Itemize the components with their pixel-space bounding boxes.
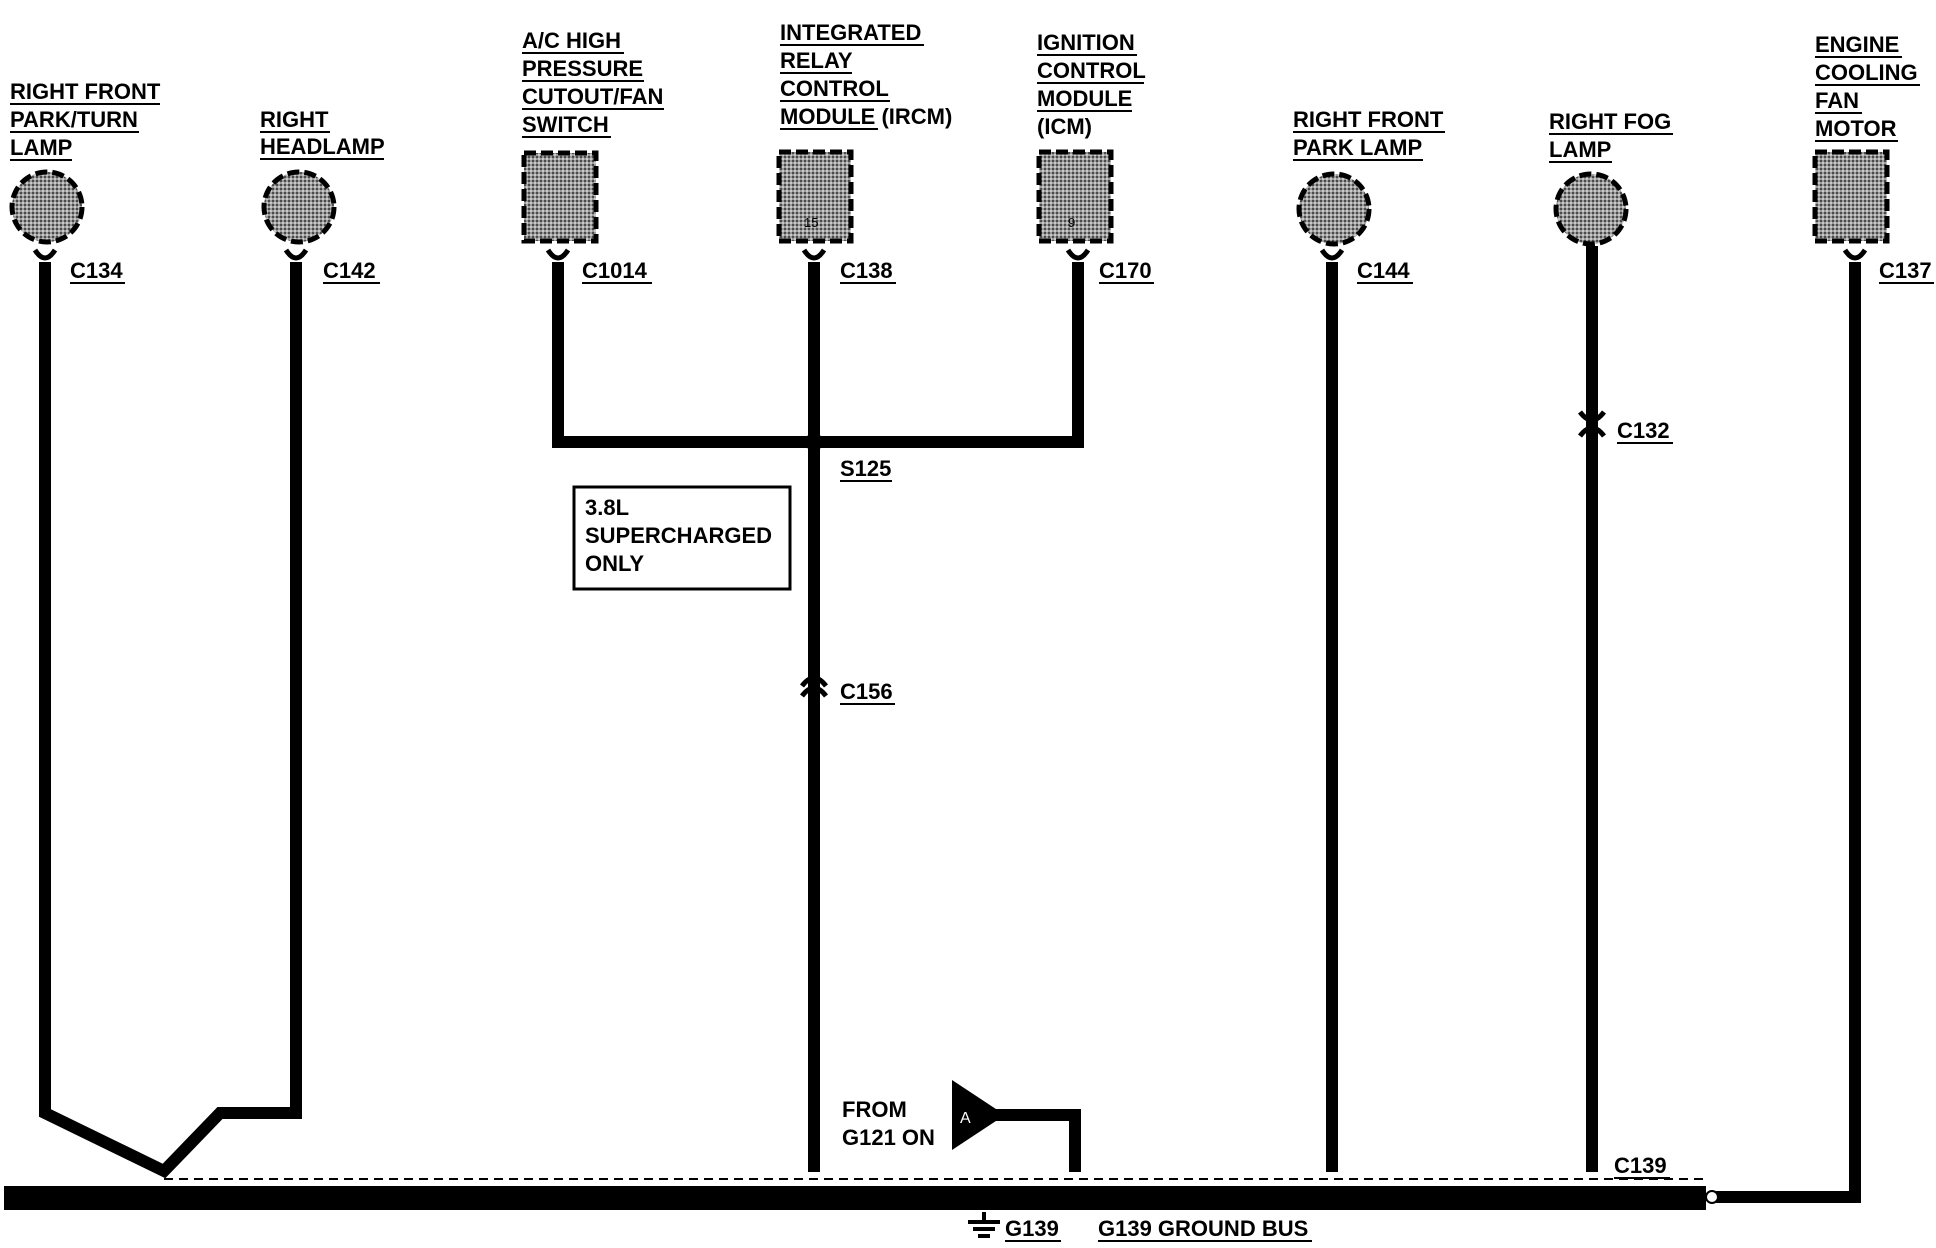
connector-c156: C156	[840, 679, 893, 704]
note-box: 3.8L SUPERCHARGED ONLY	[572, 485, 792, 591]
svg-text:RELAY: RELAY	[780, 48, 853, 73]
switch-symbol-ac	[521, 150, 599, 244]
connector-c170: C170	[1099, 258, 1152, 283]
label-fan-motor: ENGINE COOLING FAN MOTOR	[1815, 32, 1920, 142]
connector-c134: C134	[70, 258, 123, 283]
ground-symbol-icon	[968, 1212, 1000, 1238]
ground-bus-bar	[4, 1186, 1706, 1210]
splice-s125-label: S125	[840, 456, 891, 481]
svg-text:RIGHT FRONT: RIGHT FRONT	[1293, 107, 1444, 132]
label-right-headlamp: RIGHT HEADLAMP	[260, 107, 385, 160]
connector-c132: C132	[1617, 418, 1670, 443]
svg-text:CONTROL: CONTROL	[780, 76, 889, 101]
lamp-symbol-right-fog	[1553, 171, 1629, 247]
svg-text:MODULE (IRCM): MODULE (IRCM)	[780, 104, 952, 129]
ground-g139-label: G139	[1005, 1216, 1059, 1241]
svg-text:RIGHT FRONT: RIGHT FRONT	[10, 79, 161, 104]
lamp-symbol-rf-park	[1296, 171, 1372, 247]
svg-text:CONTROL: CONTROL	[1037, 58, 1146, 83]
svg-text:MOTOR: MOTOR	[1815, 116, 1897, 141]
svg-text:RIGHT FOG: RIGHT FOG	[1549, 109, 1671, 134]
offpage-symbol-a: A	[960, 1110, 971, 1127]
connector-c142: C142	[323, 258, 376, 283]
svg-text:MODULE: MODULE	[1037, 86, 1132, 111]
label-rf-park-turn-lamp: RIGHT FRONT PARK/TURN LAMP	[10, 79, 161, 161]
connector-c138: C138	[840, 258, 893, 283]
svg-text:3.8L: 3.8L	[585, 495, 629, 520]
offpage-triangle-a	[952, 1080, 1005, 1150]
module-symbol-icm	[1036, 149, 1114, 244]
wires	[39, 246, 1861, 1203]
splice-s125-dot	[805, 433, 823, 451]
motor-symbol-fan	[1812, 149, 1890, 244]
connector-labels: C134 C142 C1014 C138 C170 C144 C137 C132…	[70, 258, 1934, 1179]
svg-text:PARK LAMP: PARK LAMP	[1293, 135, 1422, 160]
svg-text:A/C HIGH: A/C HIGH	[522, 28, 621, 53]
svg-text:INTEGRATED: INTEGRATED	[780, 20, 921, 45]
module-symbol-ircm	[776, 149, 854, 244]
svg-text:ONLY: ONLY	[585, 551, 644, 576]
label-rf-park-lamp: RIGHT FRONT PARK LAMP	[1293, 107, 1445, 161]
connector-c1014: C1014	[582, 258, 648, 283]
svg-text:(ICM): (ICM)	[1037, 114, 1092, 139]
svg-text:SWITCH: SWITCH	[522, 112, 609, 137]
svg-text:HEADLAMP: HEADLAMP	[260, 134, 385, 159]
svg-text:CUTOUT/FAN: CUTOUT/FAN	[522, 84, 663, 109]
svg-text:COOLING: COOLING	[1815, 60, 1918, 85]
svg-text:LAMP: LAMP	[10, 135, 72, 160]
connector-c144: C144	[1357, 258, 1410, 283]
svg-text:SUPERCHARGED: SUPERCHARGED	[585, 523, 772, 548]
ground-bus-label: G139 GROUND BUS	[1098, 1216, 1308, 1241]
icm-pin: 9	[1068, 215, 1075, 230]
svg-text:ENGINE: ENGINE	[1815, 32, 1899, 57]
connector-forks	[32, 248, 1868, 698]
svg-text:LAMP: LAMP	[1549, 137, 1611, 162]
svg-text:IGNITION: IGNITION	[1037, 30, 1135, 55]
connector-c139: C139	[1614, 1153, 1667, 1178]
ircm-pin: 15	[804, 215, 818, 230]
svg-text:PRESSURE: PRESSURE	[522, 56, 643, 81]
lamp-symbol-rf-park-turn	[9, 169, 85, 245]
label-ac-switch: A/C HIGH PRESSURE CUTOUT/FAN SWITCH	[522, 28, 664, 138]
connector-c137: C137	[1879, 258, 1932, 283]
svg-text:RIGHT: RIGHT	[260, 107, 329, 132]
label-icm: IGNITION CONTROL MODULE (ICM)	[1037, 30, 1146, 139]
lamp-symbol-right-headlamp	[261, 169, 337, 245]
svg-text:FAN: FAN	[1815, 88, 1859, 113]
from-g121-reference: FROM G121 ON A	[842, 1080, 1005, 1150]
svg-text:FROM: FROM	[842, 1097, 907, 1122]
label-ircm: INTEGRATED RELAY CONTROL MODULE (IRCM)	[780, 20, 952, 130]
svg-text:PARK/TURN: PARK/TURN	[10, 107, 138, 132]
label-right-fog-lamp: RIGHT FOG LAMP	[1549, 109, 1673, 163]
svg-text:G121 ON: G121 ON	[842, 1125, 935, 1150]
bus-end-terminal	[1705, 1190, 1719, 1204]
